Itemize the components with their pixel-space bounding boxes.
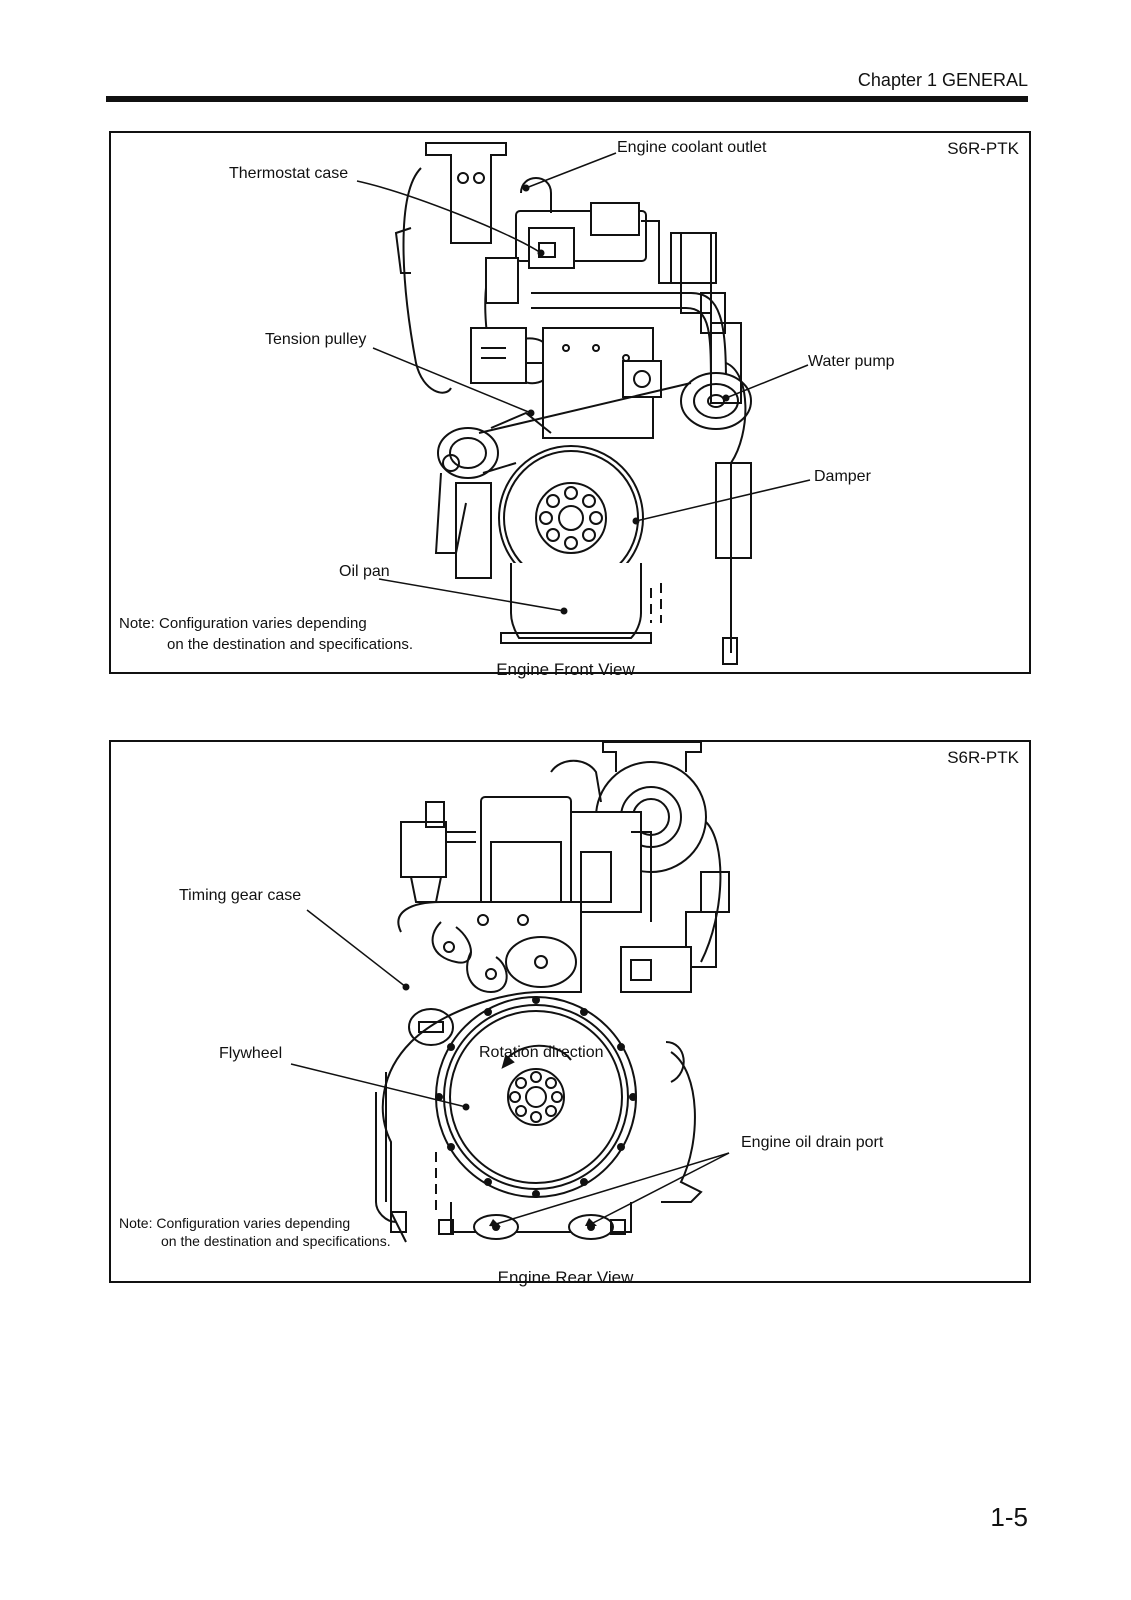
note-line-1: Note: Configuration varies depending	[119, 615, 367, 632]
note-line-1: Note: Configuration varies depending	[119, 1215, 351, 1231]
engine-coolant-outlet-label: Engine coolant outlet	[617, 139, 767, 156]
note-line-2: on the destination and specifications.	[167, 636, 413, 653]
engine-rear-drawing	[290, 742, 730, 1243]
rear-view-caption: Engine Rear View	[497, 1268, 634, 1287]
engine-front-view-figure: S6R-PTK Engine coolant outlet Thermostat…	[109, 131, 1031, 674]
header-rule	[106, 96, 1028, 102]
model-label: S6R-PTK	[947, 139, 1019, 158]
engine-oil-drain-port-label: Engine oil drain port	[741, 1134, 884, 1151]
model-label: S6R-PTK	[947, 748, 1019, 767]
oil-pan-label: Oil pan	[339, 563, 390, 580]
page-number: 1-5	[990, 1502, 1028, 1532]
front-view-caption: Engine Front View	[496, 660, 635, 679]
rotation-direction-label: Rotation direction	[479, 1044, 604, 1061]
flywheel-label: Flywheel	[219, 1045, 283, 1062]
tension-pulley-label: Tension pulley	[265, 331, 367, 348]
thermostat-case-label: Thermostat case	[229, 165, 349, 182]
engine-rear-view-figure: S6R-PTK Timing gear case Flywheel Rotati…	[109, 740, 1031, 1283]
chapter-header: Chapter 1 GENERAL	[857, 70, 1028, 90]
water-pump-label: Water pump	[808, 353, 895, 370]
note-line-2: on the destination and specifications.	[161, 1233, 391, 1249]
timing-gear-case-label: Timing gear case	[179, 887, 302, 904]
configuration-note: Note: Configuration varies depending on …	[119, 613, 413, 655]
damper-label: Damper	[814, 468, 871, 485]
engine-front-drawing	[356, 142, 811, 665]
configuration-note: Note: Configuration varies depending on …	[119, 1214, 391, 1250]
